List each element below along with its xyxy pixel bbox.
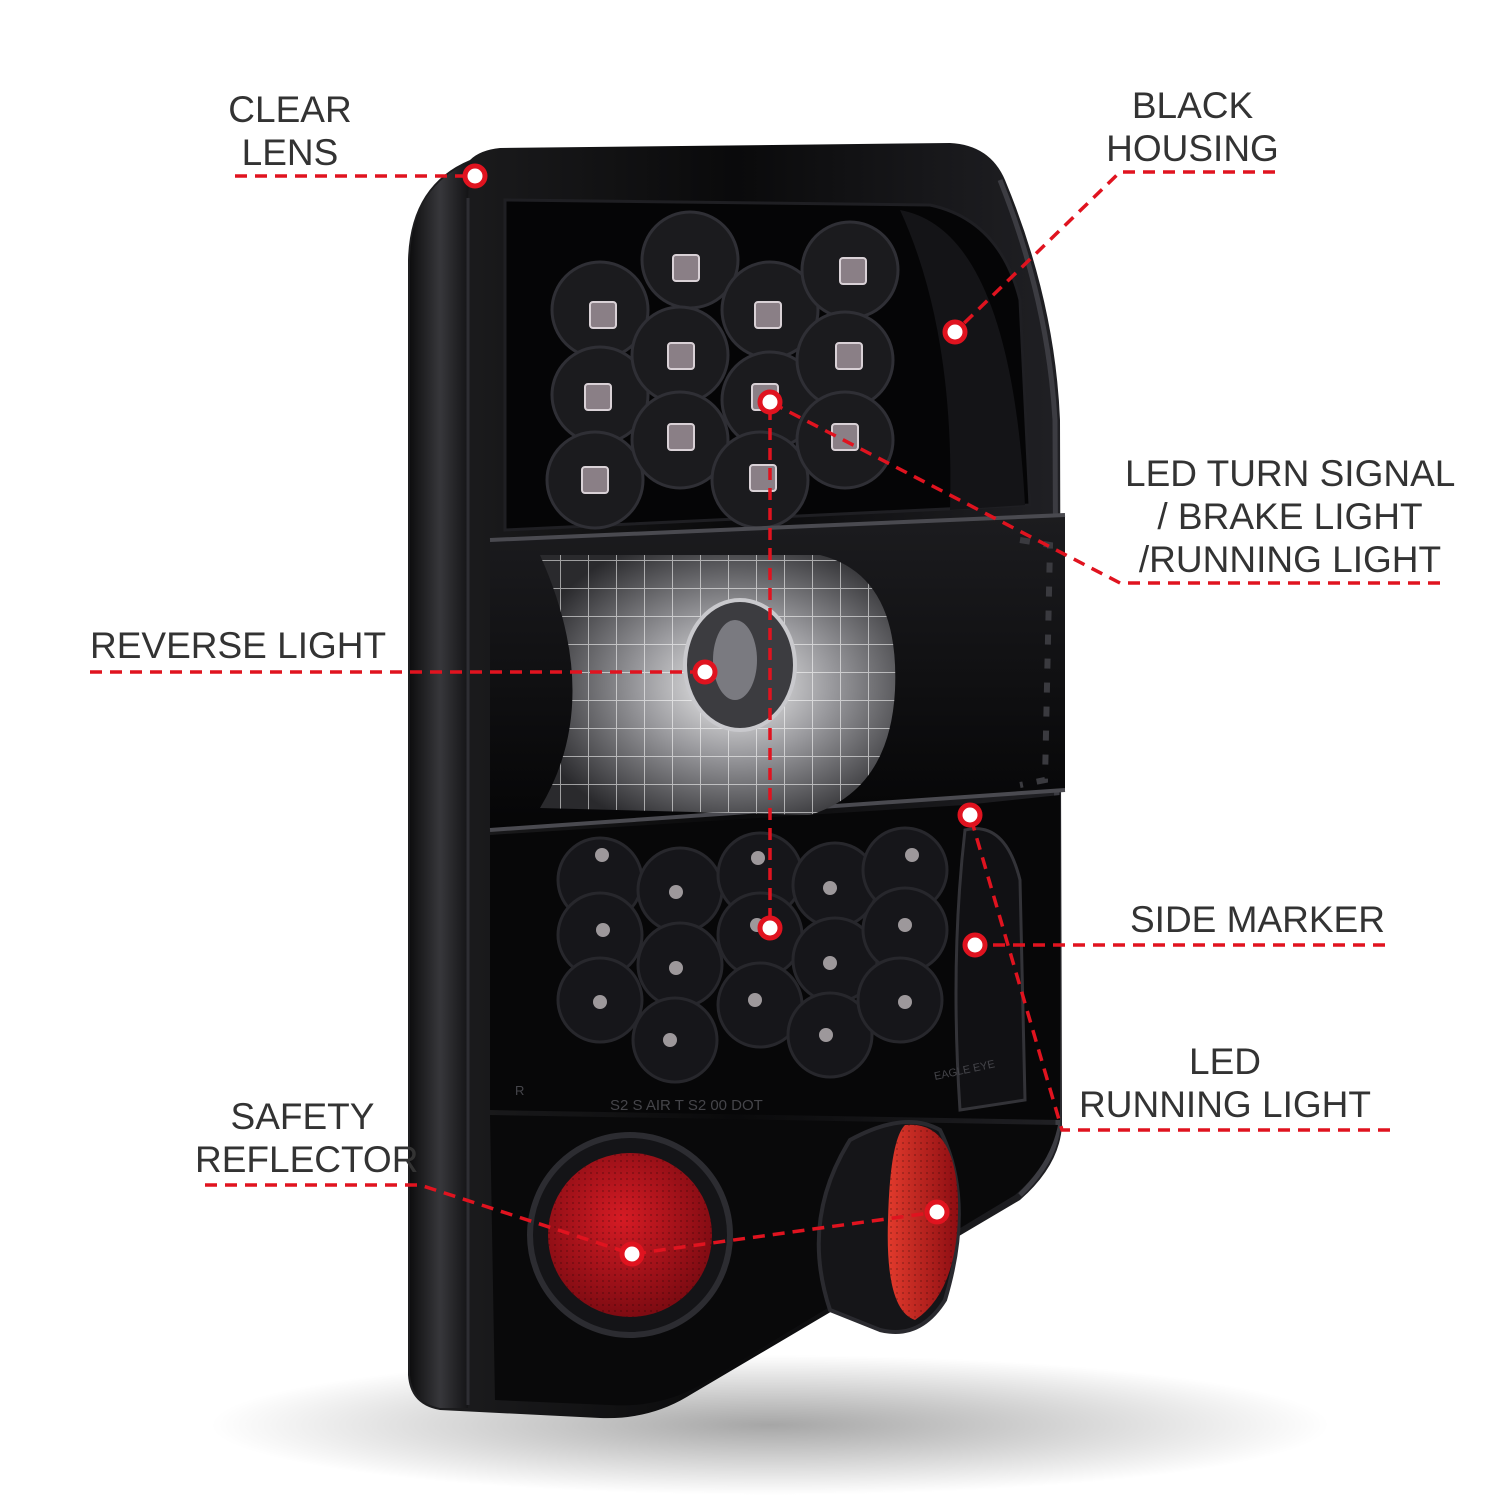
led-chips-bottom	[593, 848, 919, 1047]
led-chips-top	[581, 254, 867, 494]
label-side-marker: SIDE MARKER	[1130, 898, 1385, 941]
label-led-turn-signal-line-2: / BRAKE LIGHT	[1157, 496, 1423, 537]
label-led-turn-signal: LED TURN SIGNAL / BRAKE LIGHT /RUNNING L…	[1125, 452, 1455, 581]
label-led-running-light-line-1: LED	[1189, 1041, 1261, 1082]
dot-led-turn-signal	[757, 389, 783, 415]
floor-shadow	[210, 1355, 1330, 1495]
label-led-running-light: LED RUNNING LIGHT	[1075, 1040, 1375, 1126]
leader-led-turn-signal	[768, 399, 1440, 928]
leader-black-housing	[953, 170, 1275, 334]
label-side-marker-line-1: SIDE MARKER	[1130, 899, 1385, 940]
dot-safety-reflector-side	[924, 1199, 950, 1225]
label-clear-lens: CLEAR LENS	[225, 88, 355, 174]
label-reverse-light-line-1: REVERSE LIGHT	[90, 625, 387, 666]
label-black-housing-line-2: HOUSING	[1106, 128, 1279, 169]
leader-led-running-light	[968, 814, 1390, 1132]
callout-lines	[90, 170, 1440, 1256]
lens-marking-dot: S2 S AIR T S2 00 DOT	[610, 1097, 763, 1114]
label-black-housing-line-1: BLACK	[1131, 85, 1254, 126]
label-led-turn-signal-line-3: /RUNNING LIGHT	[1138, 539, 1442, 580]
label-clear-lens-line-1: CLEAR	[228, 89, 352, 130]
lens-marking-r: R	[515, 1083, 524, 1098]
label-led-turn-signal-line-1: LED TURN SIGNAL	[1125, 453, 1456, 494]
label-led-running-light-line-2: RUNNING LIGHT	[1079, 1084, 1371, 1125]
label-black-housing: BLACK HOUSING	[1095, 84, 1290, 170]
label-safety-reflector-line-2: REFLECTOR	[195, 1139, 419, 1180]
callout-dots	[462, 163, 988, 1267]
housing-right-rim	[997, 179, 1061, 1197]
dot-reverse-light	[692, 659, 718, 685]
label-clear-lens-line-2: LENS	[241, 132, 339, 173]
reverse-light-section	[489, 513, 1066, 832]
dot-black-housing	[942, 319, 968, 345]
leader-safety-reflector	[205, 1183, 938, 1256]
lower-led-section: R S2 S AIR T S2 00 DOT EAGLE EYE	[490, 795, 1060, 1120]
top-led-section	[503, 198, 1032, 532]
reflector-section	[490, 1115, 1058, 1406]
dot-led-running-light	[957, 802, 983, 828]
label-safety-reflector: SAFETY REFLECTOR	[195, 1095, 419, 1181]
side-marker-lens	[954, 827, 1027, 1112]
label-reverse-light: REVERSE LIGHT	[90, 624, 386, 667]
dot-clear-lens	[462, 163, 488, 189]
label-safety-reflector-line-1: SAFETY	[230, 1096, 375, 1137]
dot-side-marker	[962, 932, 988, 958]
housing-side-wall	[410, 162, 470, 1408]
dot-safety-reflector-round	[619, 1241, 645, 1267]
dot-led-turn-signal-lower	[757, 915, 783, 941]
